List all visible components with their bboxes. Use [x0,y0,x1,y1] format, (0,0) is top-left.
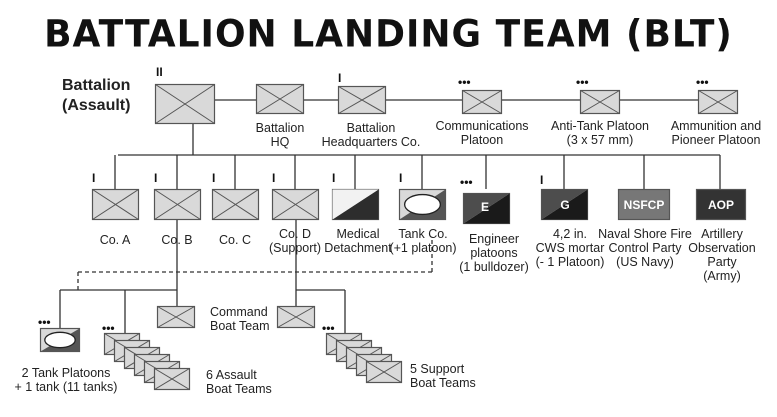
medical-echelon: I [332,171,336,185]
co-d-symbol [271,188,320,221]
aop-symbol-text: AOP [707,198,734,212]
command-boat-team-symbol-left [156,305,196,329]
engineer-symbol-text: E [480,200,489,214]
engineer-echelon: ••• [460,175,473,189]
tank-co-symbol [398,188,447,221]
unit-box [695,188,747,221]
unit-box [255,83,305,115]
aop-label: Artillery Observation Party (Army) [688,227,756,283]
medical-detachment-symbol [331,188,380,221]
unit-box [153,188,202,221]
unit-box [154,83,216,125]
tank-platoons-label: 2 Tank Platoons + 1 tank (11 tanks) [14,366,118,394]
tank-co-echelon: I [399,171,403,185]
unit-box [398,188,447,221]
boat-team-box [153,367,191,391]
ammo-echelon: ••• [696,75,709,89]
cws-mortar-label: 4,2 in. CWS mortar (- 1 Platoon) [535,227,605,269]
unit-box [697,89,739,115]
unit-box [337,85,387,115]
unit-box [156,305,196,329]
anti-tank-platoon-label: Anti-Tank Platoon (3 x 57 mm) [551,119,649,147]
co-b-symbol [153,188,202,221]
unit-box [617,188,671,221]
communications-platoon-label: Communications Platoon [435,119,529,147]
mortar-symbol-text: G [560,198,570,212]
co-b-label: Co. B [161,233,193,247]
communications-platoon-symbol [461,89,503,115]
command-boat-team-label: Command Boat Team [210,305,270,333]
co-a-symbol [91,188,140,221]
assault-boat-teams-label: 6 Assault Boat Teams [206,368,272,396]
cws-mortar-symbol [540,188,589,221]
battalion-hq-label: Battalion HQ [255,121,305,149]
unit-box [579,89,621,115]
unit-box [153,367,191,391]
hq-co-echelon: I [338,71,342,85]
battalion-label: Battalion (Assault) [62,77,131,114]
nsfcp-symbol [617,188,671,221]
ammo-pioneer-platoon-symbol [697,89,739,115]
co-c-symbol [211,188,260,221]
unit-box [91,188,140,221]
battalion-echelon: II [156,65,163,79]
anti-tank-platoon-symbol [579,89,621,115]
boat-team-box [365,360,403,384]
tank-platoons-echelon: ••• [38,315,51,329]
unit-box [271,188,320,221]
comm-echelon: ••• [458,75,471,89]
co-b-echelon: I [154,171,158,185]
unit-box [331,188,380,221]
unit-box [540,188,589,221]
unit-box [462,192,511,225]
unit-box [461,89,503,115]
co-a-label: Co. A [99,233,131,247]
nsfcp-symbol-text: NSFCP [623,198,665,212]
co-c-echelon: I [212,171,216,185]
co-d-echelon: I [272,171,276,185]
support-boat-teams-label: 5 Support Boat Teams [410,362,476,390]
assault-boats-echelon: ••• [102,321,115,335]
co-c-label: Co. C [219,233,251,247]
battalion-symbol [154,83,216,125]
co-d-label: Co. D (Support) [268,227,322,255]
unit-box [211,188,260,221]
unit-box [276,305,316,329]
battalion-hq-co-symbol [337,85,387,115]
support-boats-echelon: ••• [322,321,335,335]
command-boat-team-symbol-right [276,305,316,329]
co-a-echelon: I [92,171,96,185]
nsfcp-label: Naval Shore Fire Control Party (US Navy) [598,227,692,269]
anti-tank-echelon: ••• [576,75,589,89]
tank-platoons-symbol [39,327,81,353]
engineer-platoons-label: Engineer platoons (1 bulldozer) [459,232,529,274]
unit-box [39,327,81,353]
aop-symbol [695,188,747,221]
engineer-platoons-symbol [462,192,511,225]
mortar-echelon: I [540,173,544,187]
page-title: BATTALION LANDING TEAM (BLT) [44,12,733,57]
tank-co-label: Tank Co. (+1 platoon) [389,227,457,255]
medical-detachment-label: Medical Detachment [324,227,392,255]
ammo-pioneer-platoon-label: Ammunition and Pioneer Platoon [670,119,762,147]
unit-box [365,360,403,384]
battalion-hq-co-label: Battalion Headquarters Co. [321,121,421,149]
battalion-hq-symbol [255,83,305,115]
